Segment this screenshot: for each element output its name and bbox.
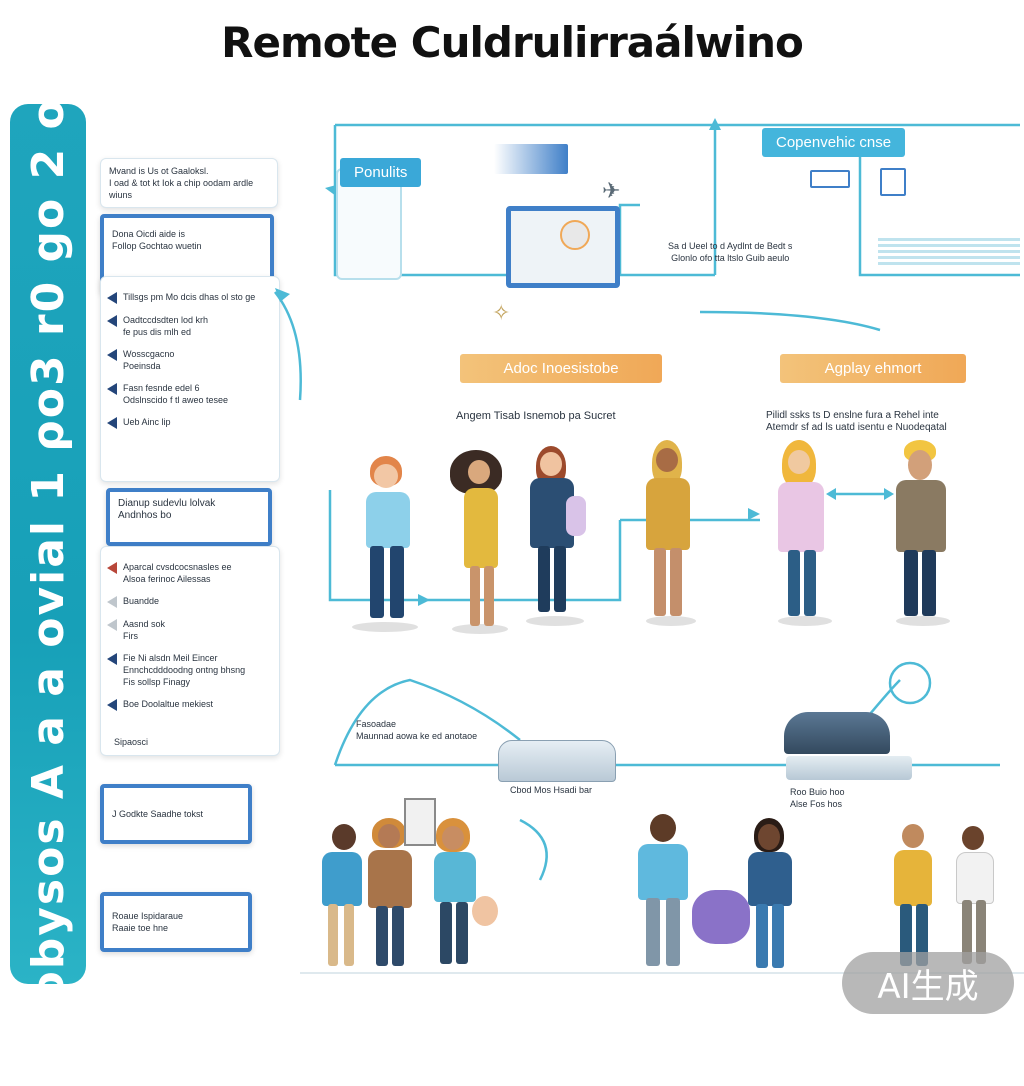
- lightbulb-icon: ✧: [492, 300, 511, 325]
- triangle-bullet-icon: [107, 653, 117, 665]
- banner-right: Agplay ehmort: [780, 354, 966, 383]
- list-item: Fasn fesnde edel 6 Odslnscido f tl aweo …: [107, 382, 273, 406]
- info-card-4: Roaue Ispidaraue Raaie toe hne: [100, 892, 252, 952]
- list-item-text: Buandde: [123, 596, 160, 606]
- loop-arrow-icon: [418, 594, 430, 606]
- list-item-text: Fie Ni alsdn Meil Eincer Ennchcdddoodng …: [123, 653, 246, 687]
- banner-left: Adoc Inoesistobe: [460, 354, 662, 383]
- ai-generated-badge: AI生成: [842, 952, 1014, 1014]
- header-bar: [494, 144, 568, 174]
- striped-bar: [878, 238, 1020, 268]
- results-tag: Ponulits: [340, 158, 422, 187]
- list-item-text: Oadtccdsdten lod krh fe pus dis mlh ed: [123, 315, 209, 337]
- person-figure: [628, 812, 698, 974]
- right-arrow-icon: [748, 508, 760, 520]
- person-figure: [642, 440, 696, 626]
- person-figure: [316, 822, 366, 972]
- laptop-screen: [506, 206, 620, 288]
- bottom-caption-right: Roo Buio hoo Alse Fos hos: [790, 787, 845, 809]
- left-curve: [274, 291, 302, 401]
- person-figure: [772, 440, 836, 626]
- mid-connector: [618, 203, 640, 275]
- person-figure: [520, 446, 590, 626]
- triangle-bullet-icon: [107, 349, 117, 361]
- list-item: Buandde: [107, 595, 273, 608]
- vertical-banner: 0 Bobysos A a a ovial 1 ρo3 r0 go 2 ols …: [10, 2, 86, 1086]
- triangle-bullet-icon: [107, 417, 117, 429]
- triangle-bullet-icon: [107, 315, 117, 327]
- person-figure: [364, 818, 416, 972]
- list-item-text: Tillsgs pm Mo dcis dhas ol sto ge: [123, 292, 256, 302]
- list-item: Aasnd sok Firs: [107, 618, 273, 642]
- list-item: Oadtccdsdten lod krh fe pus dis mlh ed: [107, 314, 273, 338]
- caption-left: Angem Tisab Isnemob pa Sucret: [456, 410, 616, 422]
- triangle-bullet-icon: [107, 699, 117, 711]
- list-item: Fie Ni alsdn Meil Eincer Ennchcdddoodng …: [107, 652, 273, 688]
- device-icon: [810, 170, 850, 188]
- person-figure: [744, 818, 800, 974]
- person-figure: [952, 826, 996, 972]
- ground-line: [300, 972, 1024, 974]
- info-card-3: J Godkte Saadhe tokst: [100, 784, 252, 844]
- info-card-2: Dianup sudevlu lolvak Andnhos bo: [106, 488, 272, 546]
- triangle-bullet-icon: [107, 383, 117, 395]
- down-curve: [519, 818, 548, 881]
- triangle-bullet-icon: [107, 596, 117, 608]
- left-arrowhead-icon: [826, 488, 836, 500]
- list-item-text: Ueb Ainc lip: [123, 417, 171, 427]
- list-item: Tillsgs pm Mo dcis dhas ol sto ge: [107, 291, 273, 304]
- arrow-head-icon: [275, 288, 290, 302]
- top-caption: Sa d Ueel to d Aydlnt de Bedt s Glonlo o…: [668, 241, 793, 263]
- list-item-text: Fasn fesnde edel 6 Odslnscido f tl aweo …: [123, 383, 229, 405]
- top-note: Mvand is Us ot Gaaloksl. I oad & tot kt …: [100, 158, 278, 208]
- page-title: Remote Culdrulirraálwino: [221, 18, 804, 67]
- megaphone-icon: ✈: [602, 178, 621, 203]
- small-note: Sipaosci: [114, 737, 149, 747]
- list-item-text: Boe Doolaltue mekiest: [123, 699, 214, 709]
- person-avatar-icon: [560, 220, 590, 250]
- triangle-bullet-icon: [107, 562, 117, 574]
- up-arrow-icon: [709, 118, 721, 130]
- list-item-text: Wosscgacno Poeinsda: [123, 349, 175, 371]
- bottom-curve-left: [333, 678, 521, 766]
- person-figure: [428, 818, 498, 972]
- bag-icon: [692, 890, 750, 944]
- caption-right: Pilidl ssks ts D enslne fura a Rehel int…: [766, 410, 947, 433]
- bus-icon: [784, 712, 890, 754]
- person-figure: [352, 456, 422, 632]
- triangle-bullet-icon: [107, 619, 117, 631]
- person-figure: [888, 824, 938, 972]
- device-icon: [880, 168, 906, 196]
- list-item: Wosscgacno Poeinsda: [107, 348, 273, 372]
- right-top-connector: [858, 130, 1020, 277]
- list-panel-1: Tillsgs pm Mo dcis dhas ol sto ge Oadtcc…: [100, 276, 280, 482]
- list-panel-2: Aparcal cvsdcocsnasles ee Alsoa ferinoc …: [100, 546, 280, 756]
- list-item: Boe Doolaltue mekiest: [107, 698, 273, 711]
- bottom-caption-center: Cbod Mos Hsadi bar: [510, 785, 593, 795]
- list-item-text: Aparcal cvsdcocsnasles ee Alsoa ferinoc …: [123, 562, 232, 584]
- person-figure: [446, 450, 512, 634]
- bottom-caption-left: Fasoadae Maunnad aowa ke ed anotaoe: [356, 719, 478, 741]
- cooperative-tag: Copenvehic cnse: [762, 128, 906, 157]
- triangle-bullet-icon: [107, 292, 117, 304]
- list-item: Aparcal cvsdcocsnasles ee Alsoa ferinoc …: [107, 561, 273, 585]
- list-item-text: Aasnd sok Firs: [123, 619, 166, 641]
- mid-curve: [699, 310, 881, 332]
- loop-circle: [888, 661, 932, 705]
- station-icon: [786, 756, 912, 780]
- list-item: Ueb Ainc lip: [107, 416, 273, 429]
- document-icon: [404, 798, 436, 846]
- right-arrowhead-icon: [884, 488, 894, 500]
- train-icon: [498, 740, 616, 782]
- person-figure: [892, 440, 952, 626]
